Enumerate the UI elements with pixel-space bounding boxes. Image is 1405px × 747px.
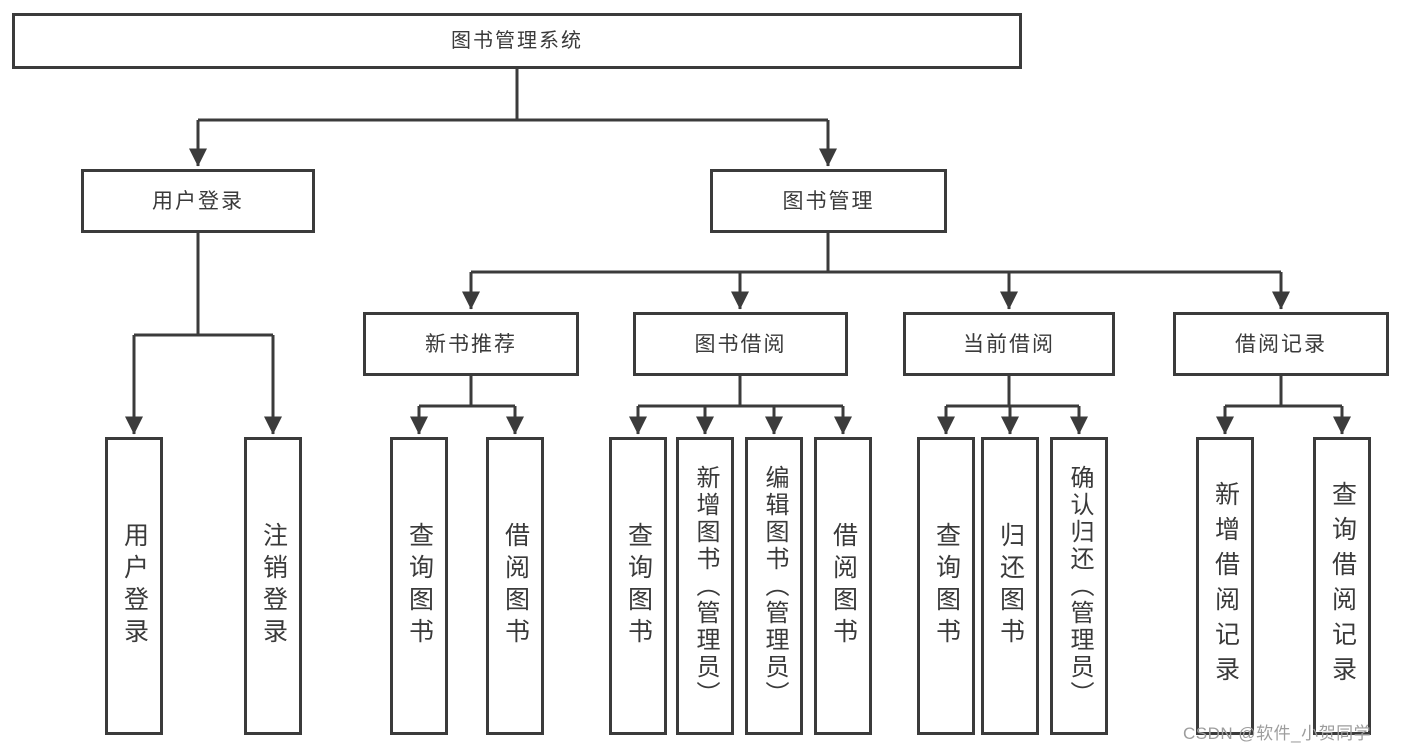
leaf-borrow-books: 借阅图书 bbox=[814, 437, 872, 735]
csdn-watermark: CSDN @软件_小贺同学 bbox=[1183, 724, 1372, 743]
connector-book-mgmt-elbow bbox=[471, 233, 1281, 274]
node-current-borrowing: 当前借阅 bbox=[903, 312, 1115, 376]
node-book-management: 图书管理 bbox=[710, 169, 947, 233]
leaf-query-books: 查询图书 bbox=[609, 437, 667, 735]
leaf-query-books: 查询图书 bbox=[917, 437, 975, 735]
node-user-login: 用户登录 bbox=[81, 169, 315, 233]
leaf-user-login: 用户登录 bbox=[105, 437, 163, 735]
connector-current-borrow-elbow bbox=[946, 376, 1079, 408]
connector-book-borrow-elbow bbox=[638, 376, 843, 408]
leaf-confirm-return-admin: 确认归还（管理员） bbox=[1050, 437, 1108, 735]
leaf-query-borrow-record: 查询借阅记录 bbox=[1313, 437, 1371, 735]
node-new-book-recommendation: 新书推荐 bbox=[363, 312, 579, 376]
connector-root-elbow bbox=[198, 69, 828, 122]
connector-new-book-rec-elbow bbox=[419, 376, 515, 408]
leaf-return-books: 归还图书 bbox=[981, 437, 1039, 735]
connector-borrow-records-elbow bbox=[1225, 376, 1342, 408]
node-book-borrowing: 图书借阅 bbox=[633, 312, 848, 376]
leaf-query-books: 查询图书 bbox=[390, 437, 448, 735]
leaf-logout: 注销登录 bbox=[244, 437, 302, 735]
leaf-add-books-admin: 新增图书（管理员） bbox=[676, 437, 734, 735]
leaf-borrow-books: 借阅图书 bbox=[486, 437, 544, 735]
leaf-edit-books-admin: 编辑图书（管理员） bbox=[745, 437, 803, 735]
connector-user-login-elbow bbox=[134, 233, 273, 337]
node-library-management-system: 图书管理系统 bbox=[12, 13, 1022, 69]
leaf-add-borrow-record: 新增借阅记录 bbox=[1196, 437, 1254, 735]
node-borrowing-records: 借阅记录 bbox=[1173, 312, 1389, 376]
